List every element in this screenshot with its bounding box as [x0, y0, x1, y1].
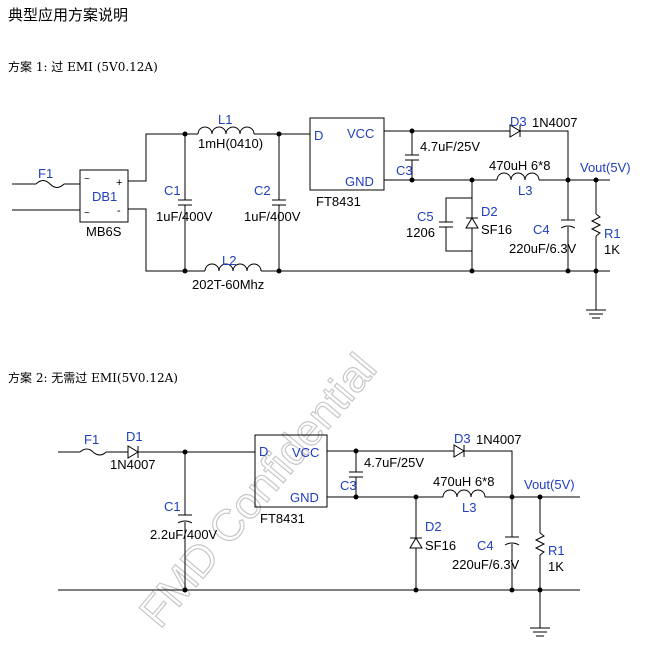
label-l1-value: 1mH(0410)	[198, 136, 263, 151]
label-c1-value: 1uF/400V	[156, 209, 213, 224]
label-l2-value: 202T-60Mhz	[192, 277, 264, 292]
label2-c4: C4	[477, 538, 494, 553]
fuse-f1-plan2-symbol	[79, 448, 107, 456]
label-c5: C5	[417, 209, 434, 224]
label-f1: F1	[38, 166, 53, 181]
label2-c1: C1	[164, 499, 181, 514]
diode-d3-plan2-symbol	[453, 444, 465, 458]
inductor-l1-symbol	[197, 126, 255, 135]
label-db1: DB1	[92, 189, 117, 204]
label2-ic-part: FT8431	[260, 511, 305, 526]
ic-pin-vcc: VCC	[347, 126, 374, 141]
svg-text:~: ~	[84, 208, 90, 219]
label2-c3: C3	[340, 478, 357, 493]
label2-vout: Vout(5V)	[524, 477, 575, 492]
label-c2: C2	[254, 183, 271, 198]
label-c1: C1	[164, 183, 181, 198]
label-l2: L2	[222, 253, 236, 268]
label-d2: D2	[481, 204, 498, 219]
inductor-l3-plan2-symbol	[442, 489, 486, 498]
label2-c1-value: 2.2uF/400V	[150, 527, 218, 542]
ic-pin-gnd: GND	[345, 174, 374, 189]
label-ic-part: FT8431	[316, 194, 361, 209]
label2-c3-value: 4.7uF/25V	[364, 455, 424, 470]
label-c2-value: 1uF/400V	[244, 209, 301, 224]
bridge-db1-symbol	[79, 169, 129, 223]
ic-pin-d: D	[314, 128, 323, 143]
label2-d3-value: 1N4007	[476, 432, 522, 447]
diode-d2-symbol	[465, 217, 479, 229]
svg-text:-: -	[117, 205, 121, 217]
page-title: 典型应用方案说明	[8, 6, 129, 24]
svg-text:~: ~	[84, 174, 90, 185]
label-d2-value: SF16	[481, 222, 512, 237]
label-c3: C3	[396, 163, 413, 178]
label2-d2: D2	[425, 519, 442, 534]
label-d3-value: 1N4007	[532, 115, 578, 130]
label2-d1-value: 1N4007	[110, 457, 156, 472]
label-d3: D3	[510, 114, 527, 129]
plan1-circuit: ~ ~ + -	[12, 112, 631, 319]
inductor-l2-symbol	[204, 263, 262, 272]
label2-d1: D1	[126, 429, 143, 444]
label-r1-value: 1K	[604, 242, 620, 257]
ic-ft8431-plan2-symbol	[254, 434, 328, 508]
label-c4: C4	[533, 222, 550, 237]
label2-c4-value: 220uF/6.3V	[452, 557, 520, 572]
inductor-l3-symbol	[496, 172, 540, 181]
label-l3-value: 470uH 6*8	[489, 158, 550, 173]
label2-l3: L3	[462, 500, 476, 515]
label-c5-value: 1206	[406, 225, 435, 240]
label2-r1: R1	[548, 543, 565, 558]
ic2-pin-gnd: GND	[290, 490, 319, 505]
label2-l3-value: 470uH 6*8	[433, 474, 494, 489]
label-l3: L3	[518, 183, 532, 198]
label2-d2-value: SF16	[425, 538, 456, 553]
label-vout: Vout(5V)	[580, 160, 631, 175]
resistor-r1-plan2-symbol	[534, 532, 546, 556]
ic-ft8431-symbol	[309, 117, 385, 191]
svg-text:+: +	[116, 177, 122, 189]
label-c3-value: 4.7uF/25V	[420, 139, 480, 154]
plan2-heading: 方案 2: 无需过 EMI(5V0.12A)	[8, 371, 178, 385]
label-db1-part: MB6S	[86, 224, 122, 239]
label-r1: R1	[604, 226, 621, 241]
label2-d3: D3	[454, 431, 471, 446]
plan2-circuit: D VCC GND F1 D1 1N4007 C1 2.2uF/400V FT8…	[58, 429, 580, 637]
fuse-f1-symbol	[35, 180, 65, 188]
plan1-heading: 方案 1: 过 EMI (5V0.12A)	[8, 60, 158, 74]
label-c4-value: 220uF/6.3V	[509, 241, 577, 256]
resistor-r1-symbol	[590, 213, 602, 237]
label-l1: L1	[218, 112, 232, 127]
ic2-pin-vcc: VCC	[292, 445, 319, 460]
diode-d2-plan2-symbol	[409, 537, 423, 549]
label2-f1: F1	[84, 432, 99, 447]
label2-r1-value: 1K	[548, 559, 564, 574]
ic2-pin-d: D	[259, 444, 268, 459]
